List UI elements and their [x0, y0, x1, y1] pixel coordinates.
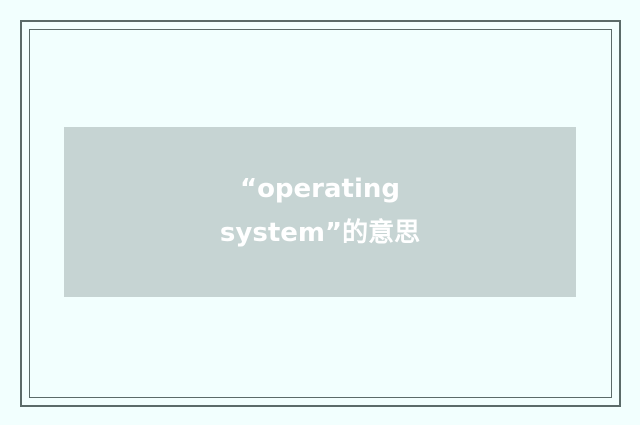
title-banner: “operating system”的意思 — [64, 127, 576, 297]
outer-frame-border — [20, 20, 621, 407]
banner-title: “operating system”的意思 — [219, 174, 421, 248]
inner-frame-border — [29, 29, 612, 398]
